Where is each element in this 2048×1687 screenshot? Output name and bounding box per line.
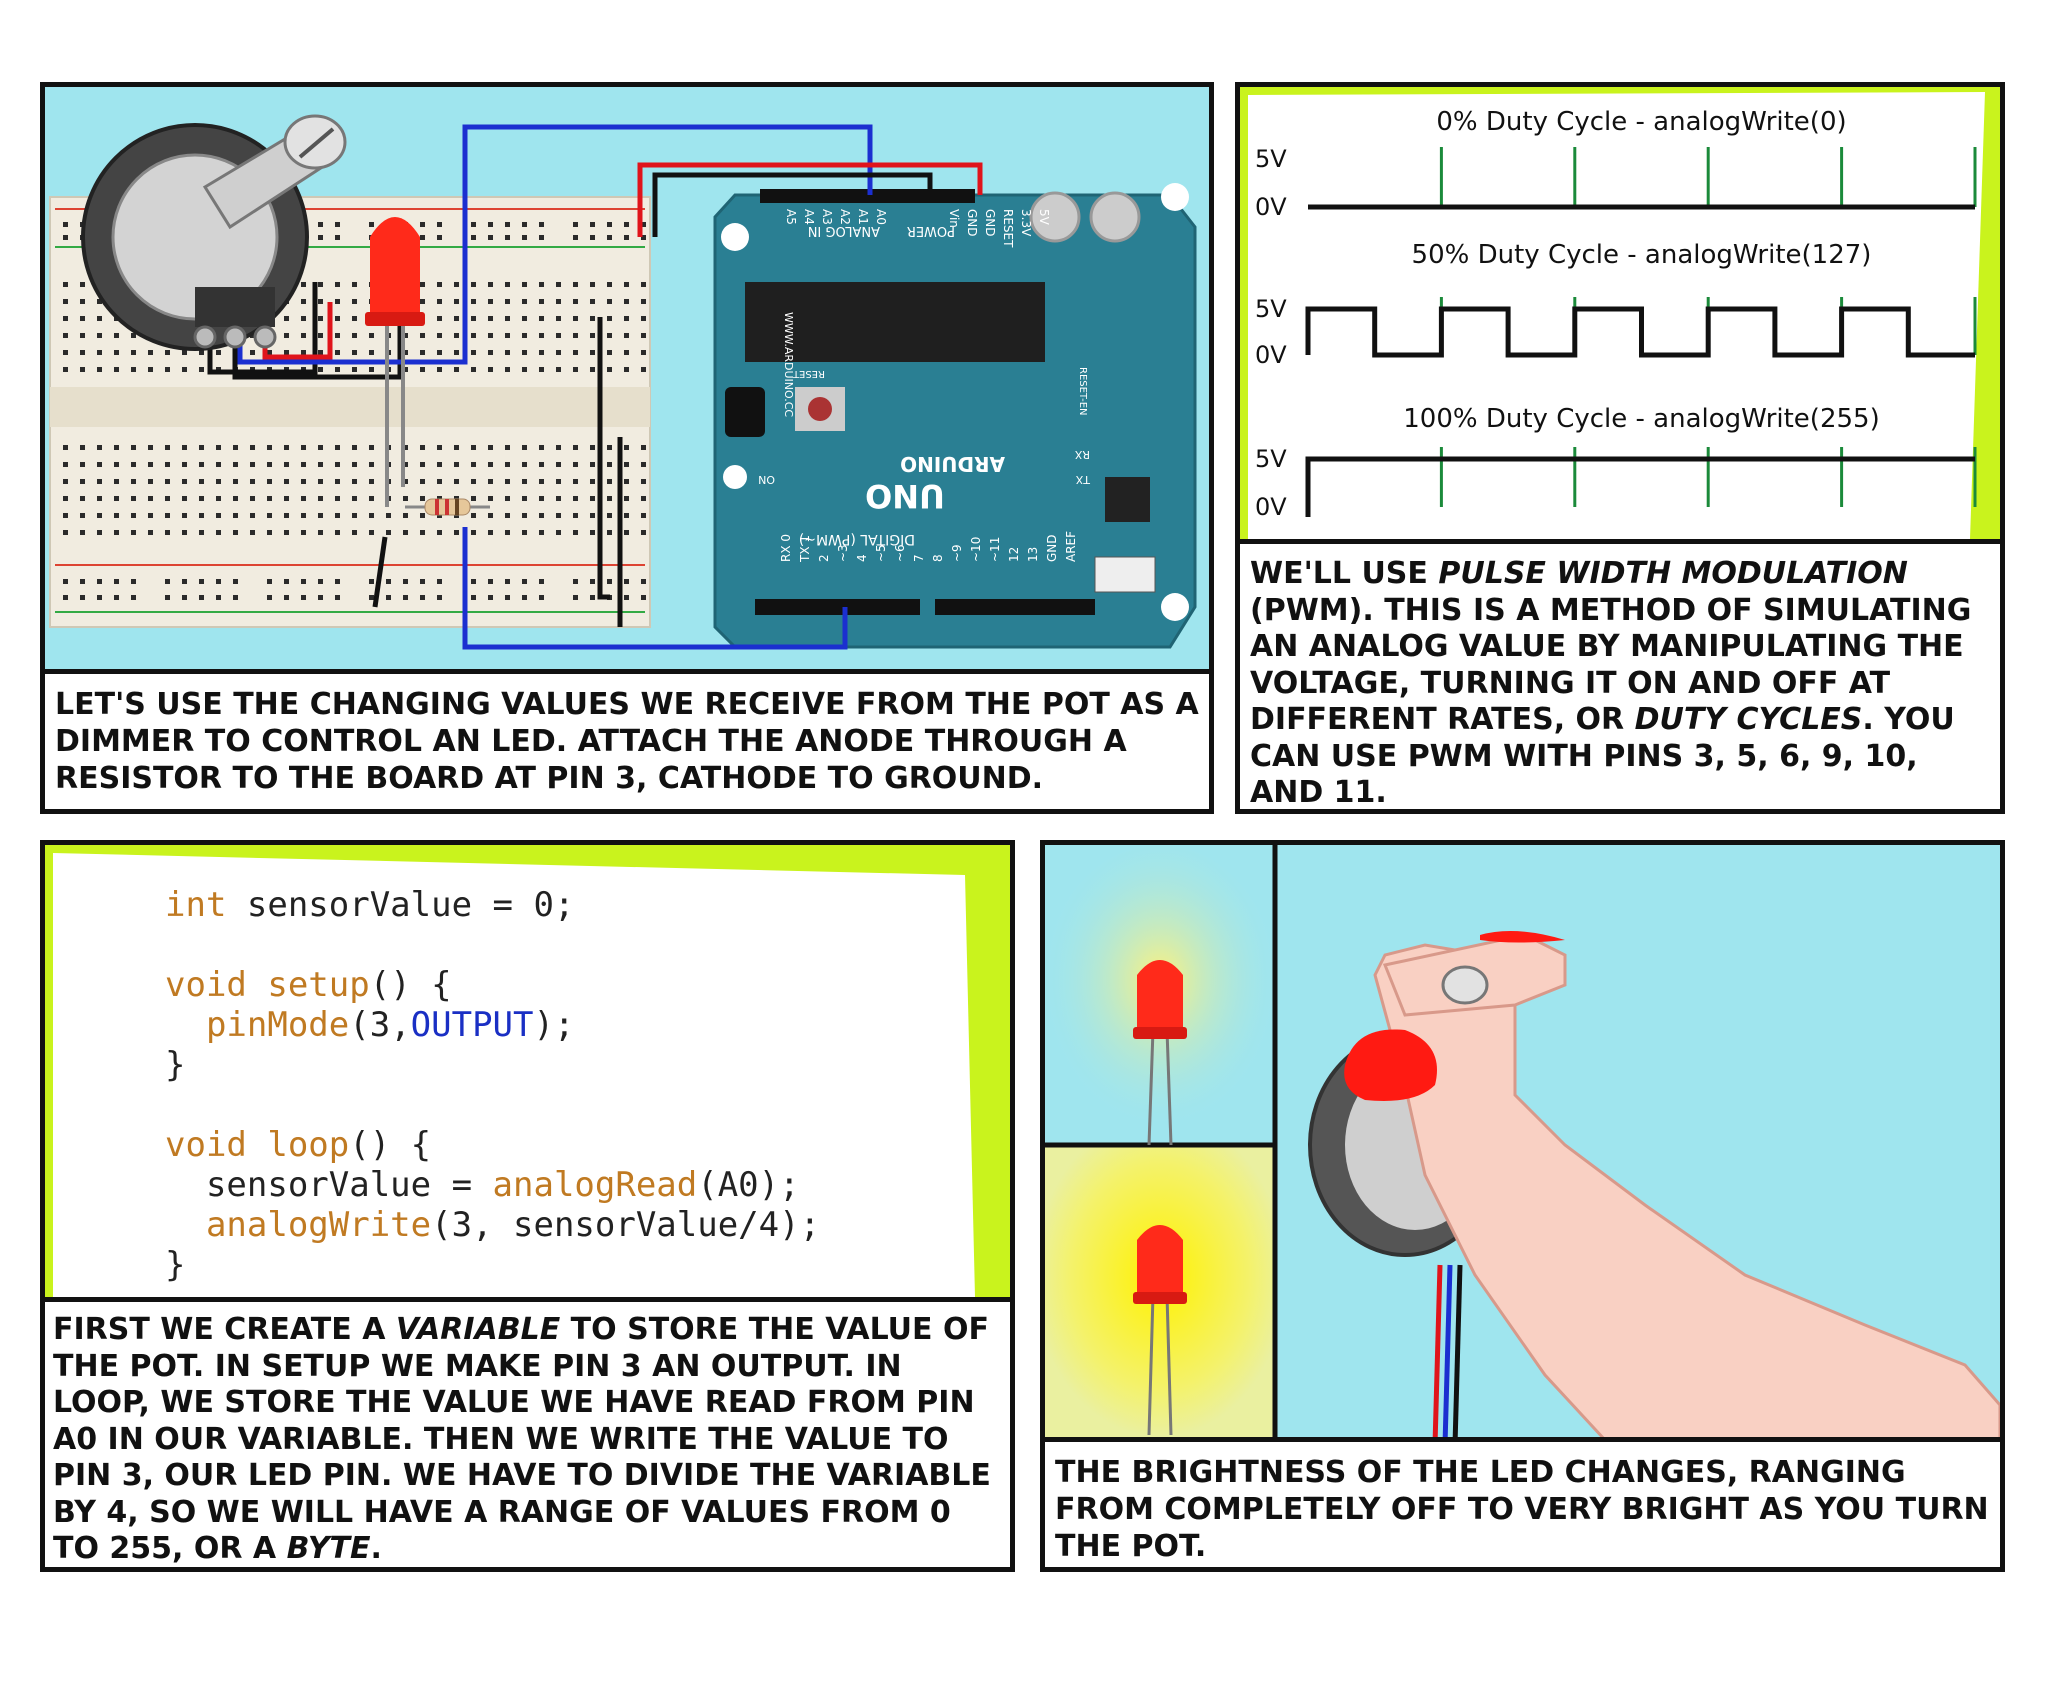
site-label: WWW.ARDUINO.CC	[782, 312, 795, 417]
code-line: }	[165, 1045, 186, 1085]
breadboard	[49, 196, 651, 628]
pwm-ylabel-high: 5V	[1255, 295, 1287, 323]
hand-turning-pot	[1308, 931, 2000, 1446]
pin-label: 13	[1026, 547, 1040, 562]
tx-label: TX	[1075, 473, 1091, 486]
code-line: sensorValue = analogRead(A0);	[205, 1165, 800, 1205]
pin-label: ~6	[893, 544, 907, 562]
wires	[207, 124, 983, 650]
reset-en-label: RESET-EN	[1077, 367, 1088, 416]
code-caption-text-3: .	[370, 1531, 382, 1566]
pin-label: TX 1	[798, 535, 812, 563]
pin-label: RX 0	[779, 534, 793, 562]
pwm-ylabel-low: 0V	[1255, 341, 1287, 369]
resistor	[405, 498, 490, 516]
pin-label: 3.3V	[1019, 209, 1033, 237]
pin-label: 8	[931, 554, 945, 562]
board-brand-label: ARDUINO	[900, 452, 1005, 476]
pin-label: GND	[965, 209, 979, 237]
pin-label: ~10	[969, 537, 983, 562]
pin-label: A0	[874, 209, 888, 225]
pwm-caption-text-3: . You can use PWM with pins 3, 5, 6, 9, …	[1250, 702, 1955, 810]
pwm-ylabel-high: 5V	[1255, 445, 1287, 473]
pwm-caption: We'll use pulse width modulation (PWM). …	[1240, 539, 2000, 809]
pin-label: 5V	[1037, 209, 1051, 226]
pin-label: A3	[820, 209, 834, 225]
pwm-chart-title: 0% Duty Cycle - analogWrite(0)	[1436, 107, 1846, 137]
board-model-label: UNO	[865, 477, 945, 515]
brightness-caption: The brightness of the LED changes, rangi…	[1045, 1437, 2000, 1567]
pin-label: A2	[838, 209, 852, 225]
pwm-chart-title: 100% Duty Cycle - analogWrite(255)	[1403, 404, 1879, 434]
pin-label: 7	[912, 554, 926, 562]
pwm-caption-term-2: duty cycles	[1634, 702, 1863, 737]
potentiometer	[81, 114, 347, 351]
pwm-diagram: 0% Duty Cycle - analogWrite(0) 5V 0V 50% Du…	[1248, 92, 1985, 539]
arduino-board: ARDUINO UNO ANALOG IN POWER DIGITAL (PWM…	[713, 183, 1197, 649]
led-dim	[1133, 960, 1187, 1146]
pin-label: RESET	[1001, 209, 1015, 248]
pin-label: A4	[802, 209, 816, 225]
code-caption: First we create a variable to store the …	[45, 1297, 1010, 1567]
code-line: pinMode(3,OUTPUT);	[205, 1005, 575, 1045]
pin-label: ~11	[988, 537, 1002, 562]
power-label: POWER	[907, 223, 955, 238]
circuit-caption: Let's use the changing values we receive…	[45, 669, 1209, 809]
reset-label: RESET	[792, 368, 825, 379]
pin-label: 4	[855, 554, 869, 562]
pin-label: ~9	[950, 544, 964, 562]
code-line: void loop() {	[165, 1125, 432, 1165]
breadboard-circuit-illustration: ARDUINO UNO ANALOG IN POWER DIGITAL (PWM…	[49, 114, 1197, 650]
pwm-waveform	[1305, 456, 1975, 517]
code-caption-term-1: variable	[395, 1312, 561, 1347]
pin-label: GND	[1045, 534, 1059, 562]
pwm-ylabel-low: 0V	[1255, 493, 1287, 521]
pwm-caption-text-2: (PWM). This is a method of simulating an…	[1250, 592, 1972, 738]
pwm-ylabel-high: 5V	[1255, 145, 1287, 173]
brightness-panel: The brightness of the LED changes, rangi…	[1040, 840, 2005, 1572]
pin-label: ~3	[836, 544, 850, 562]
code-panel: int sensorValue = 0; void setup() { pinM…	[40, 840, 1015, 1572]
code-line: }	[165, 1245, 186, 1285]
code-line: int sensorValue = 0;	[165, 885, 575, 925]
code-caption-term-2: byte	[286, 1531, 371, 1566]
pwm-panel: 0% Duty Cycle - analogWrite(0) 5V 0V 50% Du…	[1235, 82, 2005, 814]
pin-label: Vin	[947, 209, 961, 228]
pin-label: AREF	[1064, 531, 1078, 562]
analog-in-label: ANALOG IN	[808, 223, 880, 238]
pin-label: ~5	[874, 544, 888, 562]
pin-label: GND	[983, 209, 997, 237]
pwm-waveform	[1305, 306, 1975, 358]
code-listing: int sensorValue = 0; void setup() { pinM…	[165, 885, 820, 1285]
brightness-illustration	[1045, 845, 2000, 1446]
pwm-ylabel-low: 0V	[1255, 193, 1287, 221]
digital-label: DIGITAL (PWM~)	[799, 531, 915, 547]
led	[365, 217, 425, 507]
on-label: ON	[758, 473, 775, 486]
circuit-panel: ARDUINO UNO ANALOG IN POWER DIGITAL (PWM…	[40, 82, 1214, 814]
pin-label: 2	[817, 554, 831, 562]
pin-label: A1	[856, 209, 870, 225]
led-bright	[1133, 1225, 1187, 1436]
pwm-chart-title: 50% Duty Cycle - analogWrite(127)	[1412, 240, 1872, 270]
rx-label: RX	[1074, 448, 1090, 461]
code-caption-text-2: to store the value of the pot. In setup …	[53, 1312, 991, 1566]
code-line: analogWrite(3, sensorValue/4);	[205, 1205, 821, 1245]
code-line: void setup() {	[165, 965, 452, 1005]
pwm-caption-text-1: We'll use	[1250, 556, 1439, 591]
pwm-caption-term-1: pulse width modulation	[1438, 556, 1908, 591]
code-caption-text-1: First we create a	[53, 1312, 396, 1347]
pin-label: 12	[1007, 547, 1021, 562]
pin-label: A5	[784, 209, 798, 225]
